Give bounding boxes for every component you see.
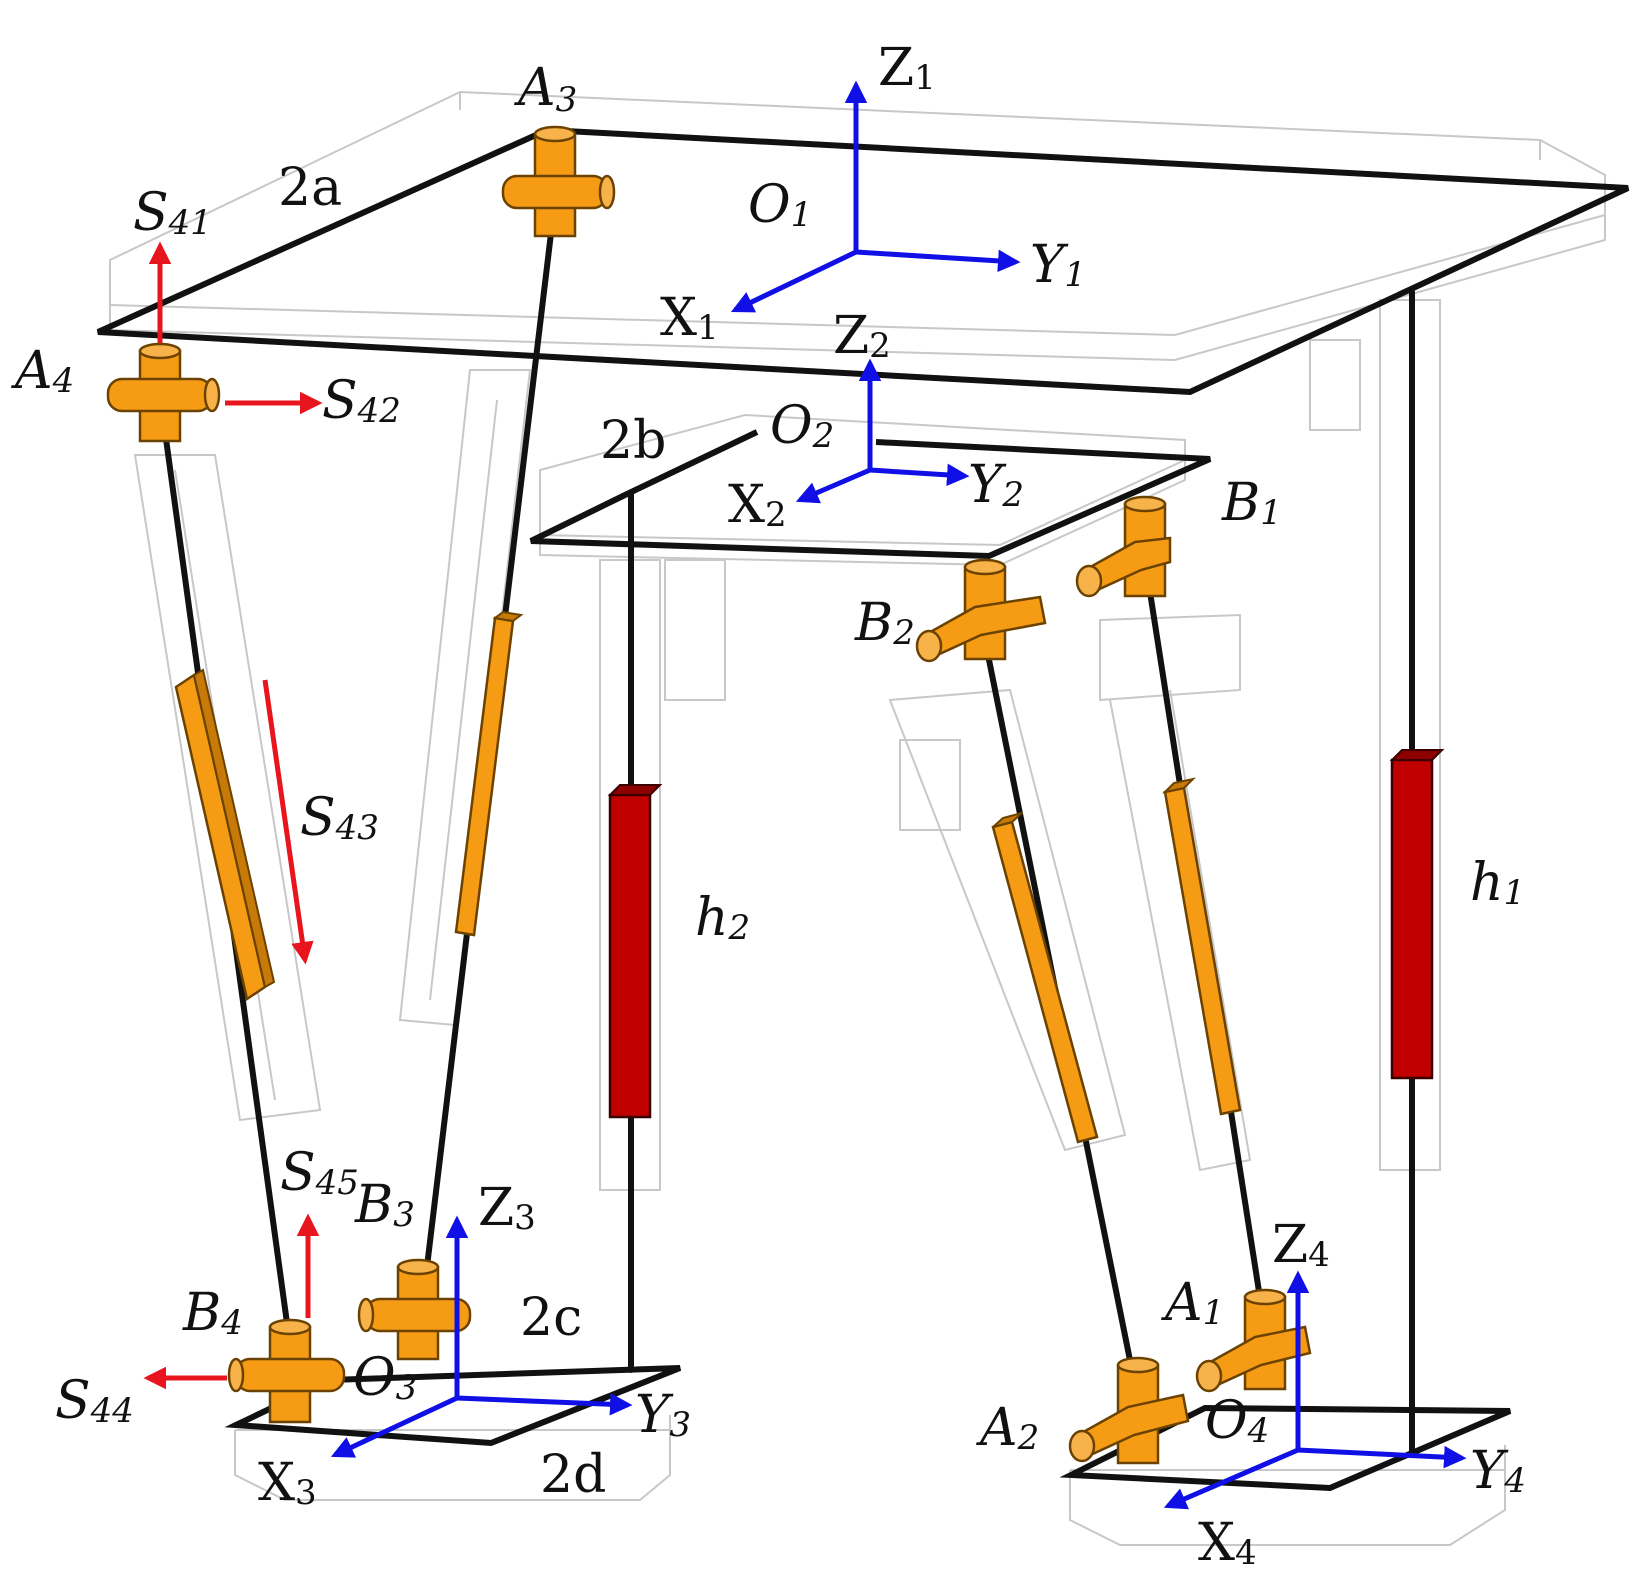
label-S45: S45 xyxy=(280,1143,359,1203)
label-Z4: Z4 xyxy=(1272,1215,1330,1275)
label-A1: A1 xyxy=(1161,1273,1224,1333)
label-O4: O4 xyxy=(1205,1391,1269,1451)
label-dim-2a: 2a xyxy=(278,158,342,218)
frame-1-axes xyxy=(730,80,1021,313)
screw-axis-S43 xyxy=(262,679,314,965)
label-O3: O3 xyxy=(353,1348,417,1408)
label-S43: S43 xyxy=(300,788,379,848)
middle-platform-frame xyxy=(529,429,1212,560)
frame-4-axes xyxy=(1163,1270,1467,1510)
label-A4: A4 xyxy=(11,341,74,401)
label-Z1: Z1 xyxy=(878,38,936,98)
frame-3-axes xyxy=(330,1215,633,1458)
label-B4: B4 xyxy=(182,1283,243,1343)
label-B3: B3 xyxy=(354,1175,415,1235)
actuator-leg-2 xyxy=(991,812,1099,1144)
label-X2: X2 xyxy=(728,475,787,535)
joint-B1 xyxy=(1075,495,1172,598)
labels: A3 Z1 O1 Y1 X1 2a S41 A4 S42 Z2 O2 2b X2… xyxy=(11,38,1526,1573)
bottom-right-base-frame xyxy=(1059,1404,1512,1492)
passive-actuator-h2 xyxy=(607,784,663,1119)
joint-A3 xyxy=(501,125,616,238)
label-A3: A3 xyxy=(514,58,577,120)
label-S44: S44 xyxy=(55,1371,134,1431)
joints xyxy=(106,125,1312,1465)
joint-A4 xyxy=(106,342,221,443)
actuator-leg-1 xyxy=(1161,777,1242,1116)
passive-actuator-h1 xyxy=(1389,749,1445,1080)
top-platform-frame xyxy=(96,126,1630,396)
label-X3: X3 xyxy=(258,1453,317,1513)
label-X4: X4 xyxy=(1198,1513,1257,1573)
label-B1: B1 xyxy=(1221,473,1282,533)
label-X1: X1 xyxy=(660,288,719,348)
frame-2-axes xyxy=(795,358,970,504)
label-S41: S41 xyxy=(133,183,212,243)
label-dim-2d: 2d xyxy=(540,1445,606,1505)
label-A2: A2 xyxy=(976,1398,1039,1458)
label-O2: O2 xyxy=(770,396,834,456)
joint-B4 xyxy=(227,1318,346,1424)
label-O1: O1 xyxy=(748,175,812,235)
actuator-leg-4 xyxy=(174,668,276,1002)
joint-A1 xyxy=(1195,1288,1312,1393)
label-S42: S42 xyxy=(322,371,401,431)
label-Z2: Z2 xyxy=(833,306,891,366)
label-dim-2c: 2c xyxy=(520,1288,582,1348)
label-h2: h2 xyxy=(695,888,750,948)
label-Y3: Y3 xyxy=(635,1385,691,1445)
actuators xyxy=(174,610,1445,1144)
label-Y4: Y4 xyxy=(1470,1441,1526,1501)
screw-axes xyxy=(143,241,323,1390)
label-dim-2b: 2b xyxy=(600,411,666,471)
label-Y1: Y1 xyxy=(1030,235,1086,295)
label-B2: B2 xyxy=(854,593,915,653)
coordinate-frames xyxy=(330,80,1467,1510)
label-h1: h1 xyxy=(1470,853,1525,913)
joint-A2 xyxy=(1068,1356,1190,1465)
joint-B2 xyxy=(915,558,1047,663)
joint-B3 xyxy=(357,1258,472,1361)
label-Z3: Z3 xyxy=(478,1178,536,1238)
actuator-leg-3 xyxy=(454,610,524,937)
label-Y2: Y2 xyxy=(968,455,1024,515)
